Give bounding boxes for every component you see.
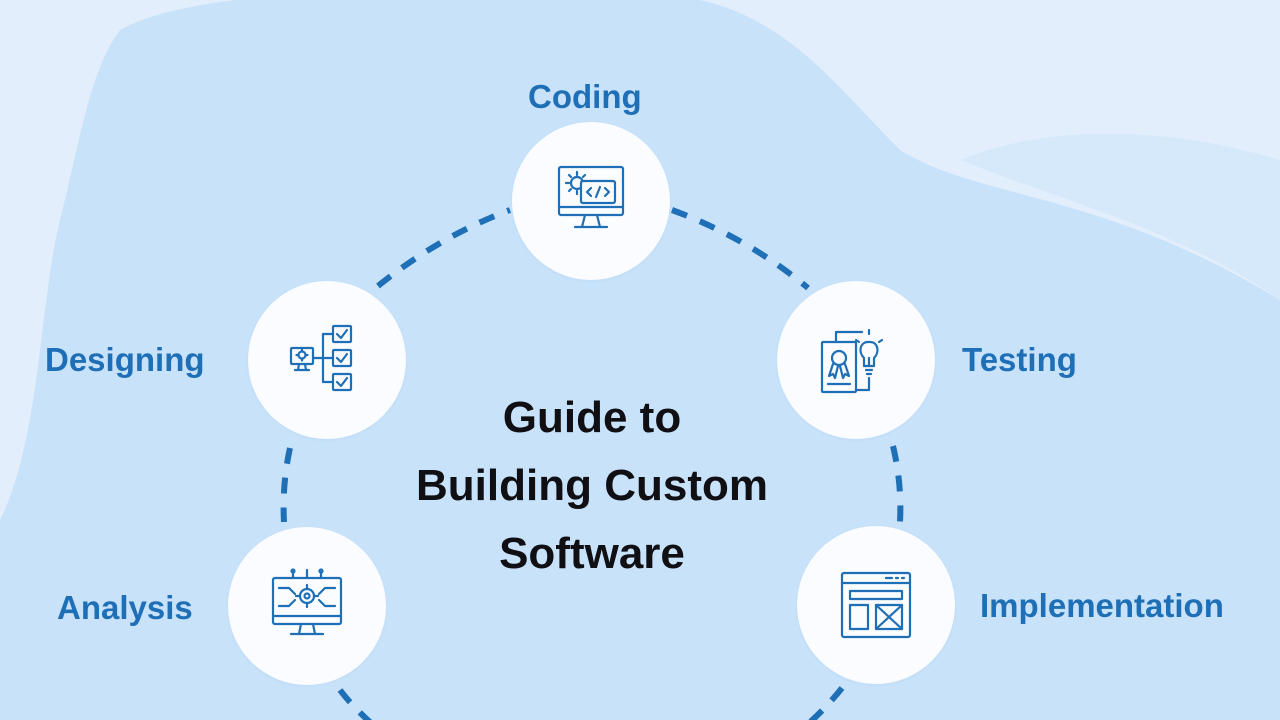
- title-line-2: Building Custom: [416, 461, 768, 510]
- step-node-designing: [248, 281, 406, 439]
- background-blob-top-right: [960, 133, 1280, 300]
- step-label-testing: Testing: [962, 341, 1077, 378]
- connector-analysis-bottom: [337, 688, 373, 720]
- step-node-testing: [777, 281, 935, 439]
- browser-layout-icon: [840, 571, 912, 639]
- step-node-analysis: [228, 527, 386, 685]
- step-node-implementation: [797, 526, 955, 684]
- step-label-analysis: Analysis: [57, 589, 193, 626]
- step-label-designing: Designing: [45, 341, 205, 378]
- title-line-1: Guide to: [502, 393, 682, 442]
- flowchart-checklist-icon: [289, 324, 353, 392]
- monitor-code-icon: [557, 165, 625, 229]
- step-label-coding: Coding: [528, 78, 642, 115]
- connector-coding-testing: [670, 207, 810, 291]
- diagram-title: Guide to Building Custom Software: [352, 384, 832, 588]
- connector-designing-coding: [376, 207, 512, 289]
- step-label-implementation: Implementation: [980, 587, 1224, 624]
- connector-implementation-bottom: [807, 686, 845, 720]
- title-line-3: Software: [499, 529, 685, 578]
- connector-designing-analysis: [280, 447, 293, 523]
- certificate-lightbulb-icon: [820, 328, 884, 394]
- step-node-coding: [512, 122, 670, 280]
- connector-testing-implementation: [890, 445, 904, 523]
- monitor-circuit-icon: [271, 568, 343, 636]
